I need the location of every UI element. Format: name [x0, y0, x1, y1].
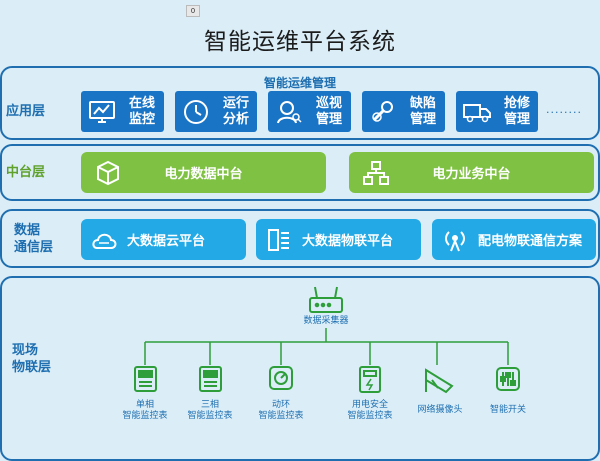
- router-icon: [309, 286, 343, 313]
- truck-icon: [462, 97, 492, 127]
- wrench-gear-icon: [368, 97, 398, 127]
- app-layer-label: 应用层: [6, 104, 46, 119]
- single-phase-meter-icon: [134, 366, 157, 392]
- field-topology-diagram: [134, 286, 520, 394]
- device-label-camera: 网络摄像头: [417, 405, 463, 415]
- repair-manage-button[interactable]: 抢修管理: [456, 91, 538, 132]
- field-layer-label: 现场 物联层: [12, 343, 52, 375]
- device-label-three-phase: 三相 智能监控表: [187, 400, 233, 421]
- app-layer-subtitle: 智能运维管理: [263, 76, 336, 90]
- power-business-platform-button[interactable]: 电力业务中台: [349, 152, 594, 193]
- power-data-platform-button[interactable]: 电力数据中台: [81, 152, 326, 193]
- device-label-safety: 用电安全 智能监控表: [347, 400, 393, 421]
- monitor-chart-icon: [87, 97, 117, 127]
- safety-meter-icon: [359, 366, 381, 393]
- distribution-iot-comm-button[interactable]: 配电物联通信方案: [432, 219, 596, 260]
- gauge-clock-icon: [181, 97, 211, 127]
- bigdata-iot-button[interactable]: 大数据物联平台: [256, 219, 421, 260]
- power-data-platform-label: 电力数据中台: [164, 167, 243, 182]
- defect-manage-label: 缺陷管理: [409, 95, 436, 127]
- patrol-manage-button[interactable]: 巡视管理: [268, 91, 351, 132]
- defect-manage-button[interactable]: 缺陷管理: [362, 91, 445, 132]
- page-title: 智能运维平台系统: [204, 29, 396, 55]
- more-ellipsis: ........: [546, 103, 582, 116]
- bigdata-iot-label: 大数据物联平台: [302, 234, 394, 249]
- distribution-iot-comm-label: 配电物联通信方案: [478, 234, 583, 249]
- smart-switch-icon: [496, 367, 520, 391]
- online-monitor-button[interactable]: 在线监控: [81, 91, 164, 132]
- patrol-manage-label: 巡视管理: [315, 95, 342, 127]
- data-layer-label: 数据 通信层: [14, 223, 54, 255]
- corner-badge: 0: [186, 5, 200, 17]
- camera-icon: [425, 368, 454, 394]
- server-list-icon: [264, 225, 294, 255]
- power-business-platform-label: 电力业务中台: [432, 167, 511, 182]
- cube-icon: [93, 158, 123, 188]
- connection-lines: [144, 328, 509, 365]
- hub-label: 数据采集器: [303, 316, 349, 326]
- repair-manage-label: 抢修管理: [503, 95, 530, 127]
- org-chart-icon: [361, 158, 391, 188]
- run-analysis-label: 运行分析: [222, 95, 249, 127]
- device-label-single-phase: 单相 智能监控表: [122, 400, 168, 421]
- person-search-icon: [274, 97, 304, 127]
- antenna-icon: [440, 225, 470, 255]
- bigdata-cloud-label: 大数据云平台: [127, 234, 206, 249]
- bigdata-cloud-button[interactable]: 大数据云平台: [81, 219, 246, 260]
- device-label-environment: 动环 智能监控表: [258, 400, 304, 421]
- cloud-sliders-icon: [89, 225, 119, 255]
- middle-layer-label: 中台层: [6, 165, 46, 180]
- device-label-switch: 智能开关: [489, 405, 526, 415]
- online-monitor-label: 在线监控: [128, 95, 155, 127]
- three-phase-meter-icon: [199, 366, 222, 392]
- run-analysis-button[interactable]: 运行分析: [175, 91, 257, 132]
- environment-gauge-icon: [269, 366, 293, 390]
